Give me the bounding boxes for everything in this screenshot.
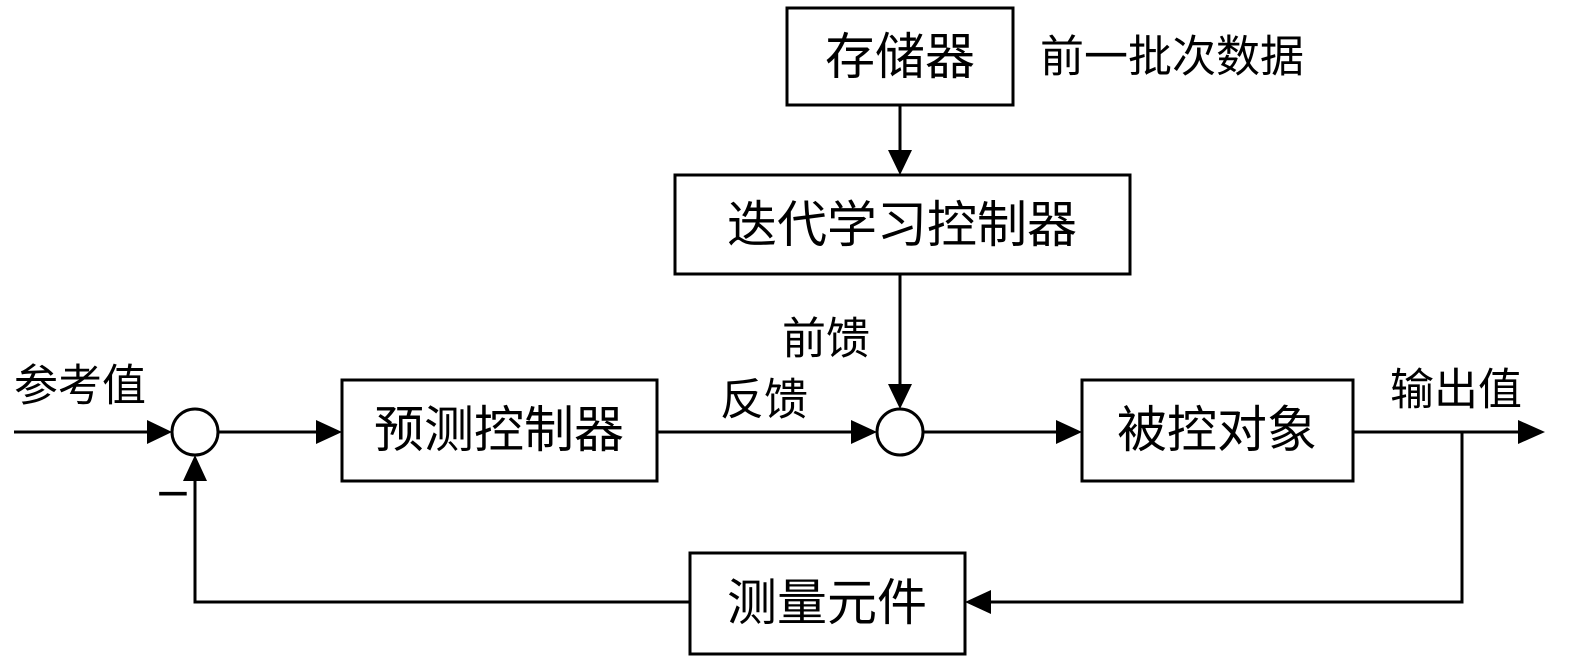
memory-label: 存储器 — [825, 28, 975, 86]
summing-junction-1 — [170, 407, 220, 457]
feedforward-label: 前馈 — [782, 314, 870, 365]
arrow-output — [1518, 420, 1545, 444]
sensor-to-junction1-wire — [193, 479, 690, 604]
arrow-into-junction1-feedback — [183, 455, 207, 481]
sensor-label: 测量元件 — [727, 574, 927, 632]
summing-junction-2 — [875, 407, 925, 457]
previous-batch-label: 前一批次数据 — [1040, 32, 1304, 83]
predictive-controller-block — [340, 378, 659, 483]
arrow-reference-to-junction1 — [147, 420, 172, 444]
arrow-memory-to-ilc — [888, 150, 912, 175]
sensor-block — [688, 551, 967, 656]
minus-sign-label: − — [155, 468, 192, 519]
arrow-into-plant — [1056, 420, 1082, 444]
reference-label: 参考值 — [14, 361, 146, 412]
ilc-label: 迭代学习控制器 — [727, 196, 1077, 254]
arrow-into-junction2 — [851, 420, 877, 444]
arrow-into-predictive — [316, 420, 342, 444]
plant-label: 被控对象 — [1117, 401, 1317, 459]
feedback-label: 反馈 — [720, 375, 808, 426]
output-label: 输出值 — [1390, 365, 1522, 416]
arrow-ilc-to-junction2 — [888, 384, 912, 409]
feedback-path-to-sensor — [989, 432, 1464, 604]
predictive-controller-label: 预测控制器 — [374, 401, 624, 459]
ilc-block — [673, 173, 1132, 276]
memory-block — [785, 6, 1015, 107]
arrow-into-sensor — [965, 590, 991, 614]
